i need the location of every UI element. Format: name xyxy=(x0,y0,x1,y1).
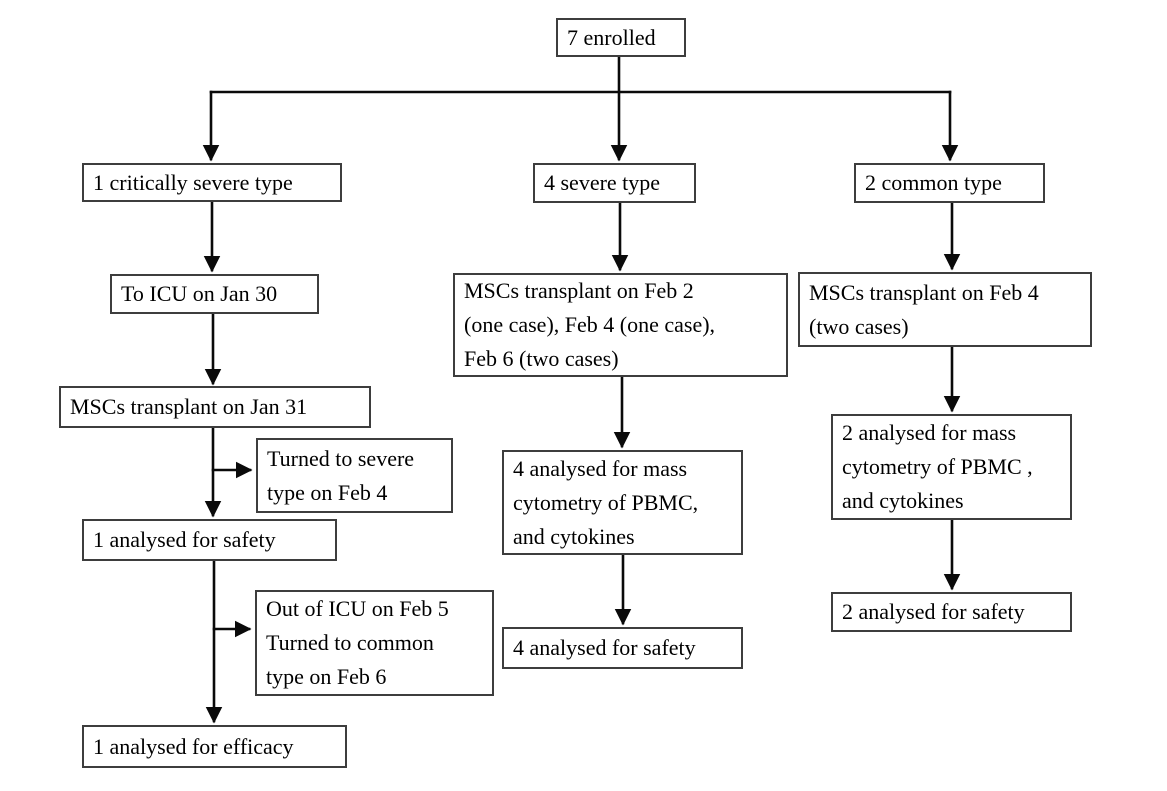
node-analysed-safety-4: 4 analysed for safety xyxy=(502,627,743,669)
node-msc-transplant-jan31: MSCs transplant on Jan 31 xyxy=(59,386,371,428)
node-analysed-safety-2: 2 analysed for safety xyxy=(831,592,1072,632)
node-msc-transplant-feb4: MSCs transplant on Feb 4 (two cases) xyxy=(798,272,1092,347)
node-mass-cytometry-2: 2 analysed for mass cytometry of PBMC , … xyxy=(831,414,1072,520)
node-analysed-safety-1: 1 analysed for safety xyxy=(82,519,337,561)
node-turned-to-severe: Turned to severe type on Feb 4 xyxy=(256,438,453,513)
node-severe-type: 4 severe type xyxy=(533,163,696,203)
node-common-type: 2 common type xyxy=(854,163,1045,203)
node-out-of-icu: Out of ICU on Feb 5 Turned to common typ… xyxy=(255,590,494,696)
node-analysed-efficacy-1: 1 analysed for efficacy xyxy=(82,725,347,768)
node-mass-cytometry-4: 4 analysed for mass cytometry of PBMC, a… xyxy=(502,450,743,555)
node-enrolled: 7 enrolled xyxy=(556,18,686,57)
node-to-icu: To ICU on Jan 30 xyxy=(110,274,319,314)
node-critically-severe-type: 1 critically severe type xyxy=(82,163,342,202)
node-msc-transplant-feb2: MSCs transplant on Feb 2 (one case), Feb… xyxy=(453,273,788,377)
